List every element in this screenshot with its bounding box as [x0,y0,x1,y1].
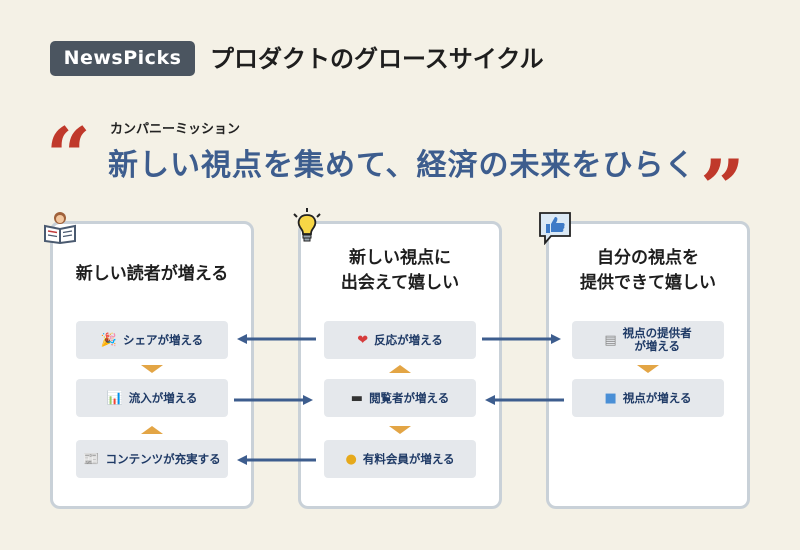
box-reactions-increase: ❤ 反応が増える [324,321,476,359]
box-label: 閲覧者が増える [369,390,450,405]
device-icon: ▬ [350,390,364,406]
box-label-line-1: 視点の提供者 [622,326,692,340]
triangle-down-icon [389,426,411,434]
thumbs-up-icon [539,212,571,245]
close-quote-icon: ” [700,143,745,234]
box-paid-members-increase: ● 有料会員が増える [324,440,476,478]
coin-icon: ● [345,451,357,467]
newspaper-icon: 📰 [83,451,100,467]
party-popper-icon: 🎉 [100,332,118,348]
box-label: コンテンツが充実する [105,451,221,466]
panel-title-line-2: 出会えて嬉しい [340,273,460,293]
page-title: プロダクトのグロースサイクル [210,45,544,73]
box-label-line-2: が増える [634,339,680,353]
panel-title-readers: 新しい読者が増える [75,264,229,284]
triangle-down-icon [141,365,163,373]
panel-title-line-1: 新しい視点に [349,248,451,268]
box-inflow-increase: 📊 流入が増える [76,379,228,417]
document-icon: ▤ [604,332,617,348]
lightbulb-icon [293,208,321,242]
box-perspectives-increase: ■ 視点が増える [572,379,724,417]
box-shares-increase: 🎉 シェアが増える [76,321,228,359]
cube-icon: ■ [604,390,617,406]
panel-title-line-1: 自分の視点を [597,248,699,268]
mission-text: 新しい視点を集めて、経済の未来をひらく [108,148,696,183]
box-label: 視点が増える [622,390,692,405]
panel-new-perspectives: 新しい視点に 出会えて嬉しい ❤ 反応が増える ▬ 閲覧者が増える ● 有料会員… [298,221,502,509]
panel-title-line-2: 提供できて嬉しい [580,273,716,293]
triangle-up-icon [389,365,411,373]
brand-logo: NewsPicks [50,41,195,76]
box-label: 流入が増える [128,390,198,405]
box-providers-increase: ▤ 視点の提供者 が増える [572,321,724,359]
box-label: 視点の提供者 が増える [623,327,692,353]
box-label: 有料会員が増える [362,451,455,466]
triangle-up-icon [141,426,163,434]
heart-icon: ❤ [357,332,369,348]
triangle-down-icon [637,365,659,373]
mission-label: カンパニーミッション [110,122,241,137]
panel-readers: 新しい読者が増える 🎉 シェアが増える 📊 流入が増える 📰 コンテンツが充実す… [50,221,254,509]
chart-icon: 📊 [106,390,123,406]
box-content-enriched: 📰 コンテンツが充実する [76,440,228,478]
open-quote-icon: “ [46,111,91,202]
box-label: シェアが増える [123,332,204,347]
panel-own-perspective: 自分の視点を 提供できて嬉しい ▤ 視点の提供者 が増える ■ 視点が増える [546,221,750,509]
box-label: 反応が増える [374,332,443,347]
box-viewers-increase: ▬ 閲覧者が増える [324,379,476,417]
reader-book-icon [44,212,76,244]
